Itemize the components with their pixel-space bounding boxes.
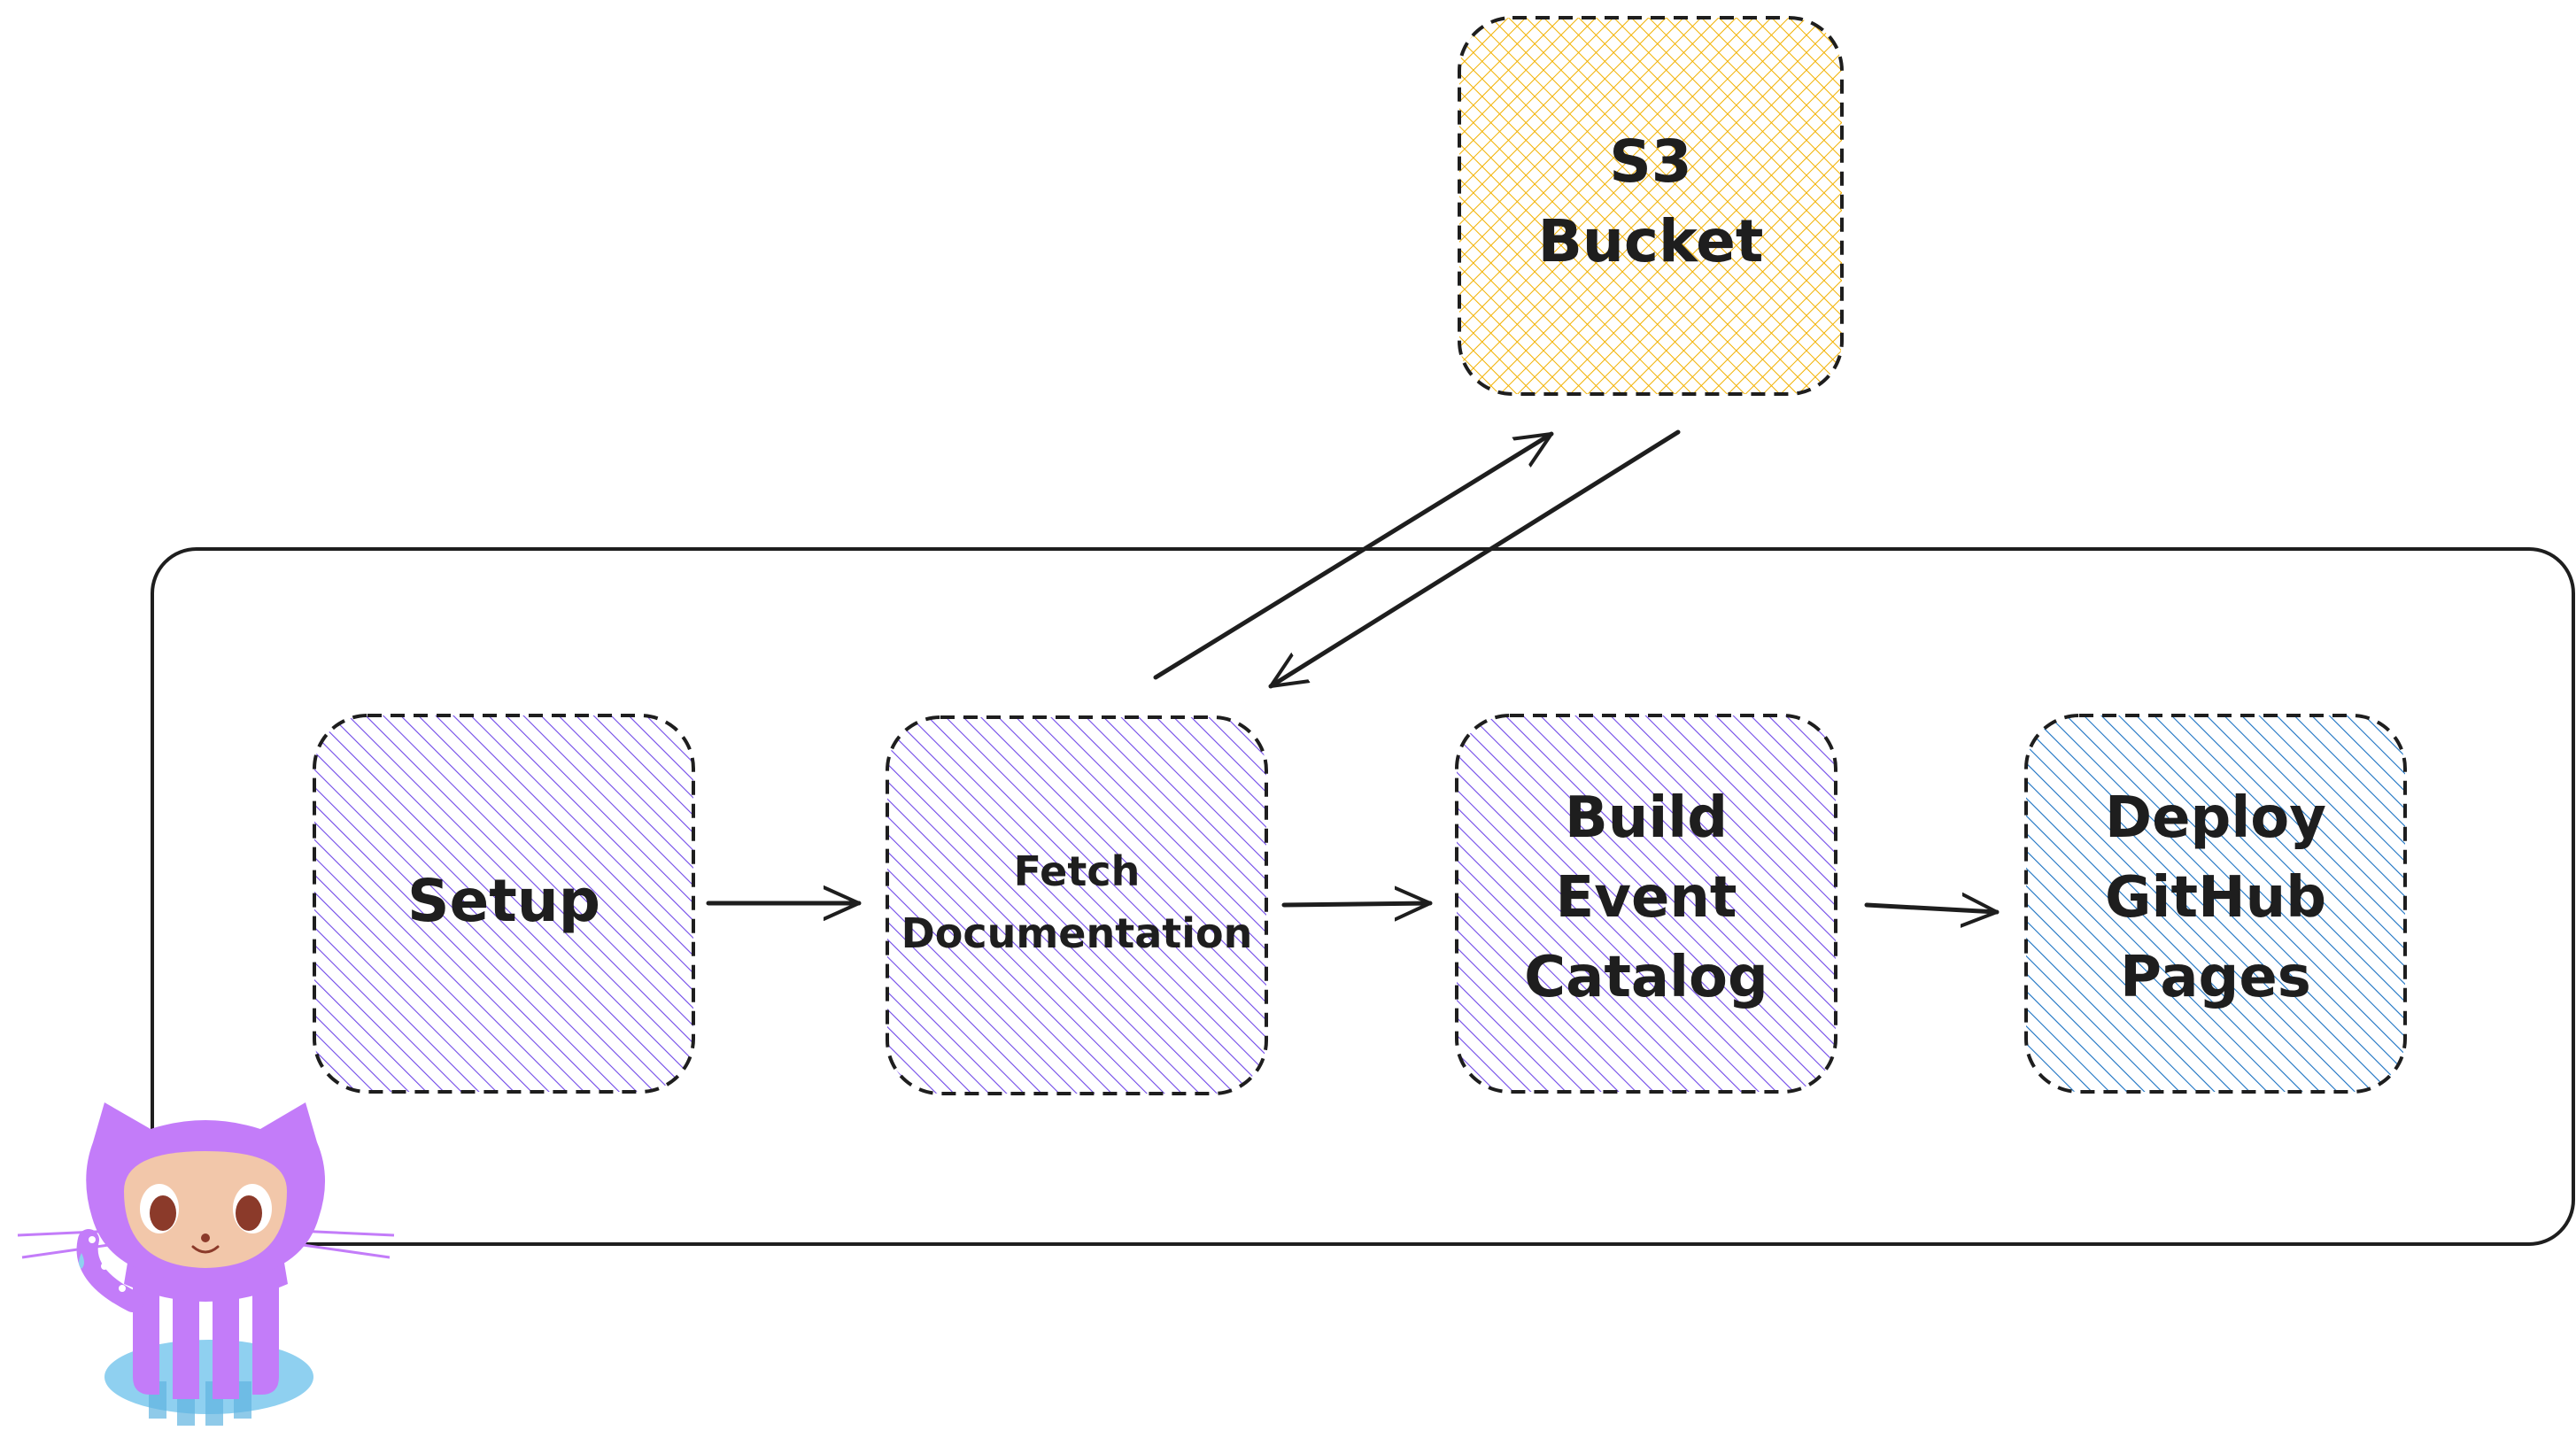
arrow-s3-to-fetch bbox=[1268, 429, 1681, 689]
fetch-documentation-node[interactable]: Fetch Documentation bbox=[886, 715, 1268, 1095]
arrow-fetch-to-build bbox=[1281, 903, 1433, 905]
deploy-github-pages-label-line1: Deploy bbox=[2105, 785, 2326, 851]
build-event-catalog-node[interactable]: Build Event Catalog bbox=[1455, 714, 1837, 1094]
fetch-documentation-label-line2: Documentation bbox=[901, 909, 1253, 957]
octocat-icon bbox=[17, 1102, 395, 1426]
build-event-catalog-label-line1: Build bbox=[1565, 785, 1728, 851]
build-event-catalog-label-line2: Event bbox=[1556, 865, 1737, 931]
deploy-github-pages-label-line2: GitHub bbox=[2105, 865, 2326, 931]
build-event-catalog-label-line3: Catalog bbox=[1524, 945, 1768, 1010]
deploy-github-pages-node[interactable]: Deploy GitHub Pages bbox=[2024, 714, 2407, 1094]
s3-bucket-node[interactable]: S3 Bucket bbox=[1458, 16, 1844, 396]
s3-bucket-label-line1: S3 bbox=[1609, 128, 1691, 196]
arrow-build-to-deploy bbox=[1864, 905, 2000, 912]
setup-node[interactable]: Setup bbox=[313, 714, 695, 1094]
arrow-fetch-to-s3 bbox=[1153, 431, 1554, 680]
s3-bucket-label-line2: Bucket bbox=[1538, 207, 1764, 275]
fetch-documentation-label-line1: Fetch bbox=[1014, 847, 1141, 895]
deploy-github-pages-label-line3: Pages bbox=[2120, 945, 2311, 1010]
setup-label: Setup bbox=[407, 867, 600, 935]
